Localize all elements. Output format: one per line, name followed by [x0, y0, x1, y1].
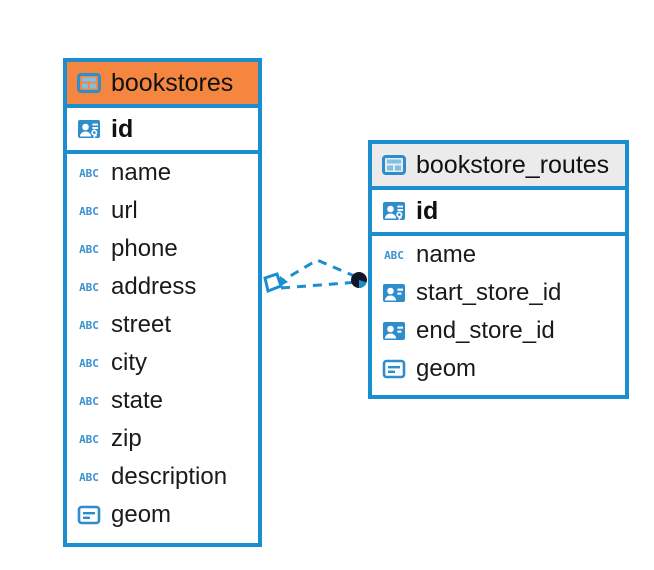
field-row[interactable]: ABC zip	[67, 420, 258, 458]
entity-title: bookstore_routes	[416, 150, 610, 179]
geometry-type-icon	[77, 505, 101, 525]
field-name: geom	[416, 355, 477, 382]
svg-text:ABC: ABC	[79, 395, 99, 408]
text-type-icon: ABC	[79, 167, 99, 180]
text-type-icon: ABC	[79, 243, 99, 256]
svg-text:ABC: ABC	[384, 249, 404, 262]
field-name: zip	[111, 425, 142, 452]
table-icon	[382, 155, 406, 175]
field-name: name	[416, 241, 477, 268]
field-row[interactable]: ABC address	[67, 268, 258, 306]
field-row[interactable]: geom	[67, 496, 258, 534]
field-name: address	[111, 273, 197, 300]
field-row-primary-key[interactable]: id	[67, 108, 258, 154]
entity-bookstore-routes[interactable]: bookstore_routes id ABC name	[368, 140, 629, 399]
primary-key-icon	[78, 120, 100, 138]
entity-header-bookstore-routes[interactable]: bookstore_routes	[372, 144, 625, 190]
diamond-arrow-marker	[263, 272, 288, 294]
text-type-icon: ABC	[79, 205, 99, 218]
svg-text:ABC: ABC	[79, 281, 99, 294]
text-type-icon: ABC	[79, 433, 99, 446]
filled-circle-marker	[351, 272, 367, 288]
field-name: start_store_id	[416, 279, 562, 306]
field-name: name	[111, 159, 172, 186]
entity-title: bookstores	[111, 68, 234, 97]
field-name: end_store_id	[416, 317, 555, 344]
field-row[interactable]: ABC city	[67, 344, 258, 382]
text-type-icon: ABC	[79, 281, 99, 294]
svg-text:ABC: ABC	[79, 243, 99, 256]
field-row[interactable]: ABC url	[67, 192, 258, 230]
field-name: id	[416, 196, 439, 225]
relationship-connector[interactable]	[255, 240, 375, 320]
svg-text:ABC: ABC	[79, 357, 99, 370]
foreign-key-icon	[383, 322, 405, 340]
field-row[interactable]: ABC street	[67, 306, 258, 344]
field-list-bookstores: ABC name ABC url ABC phone ABC ad	[67, 154, 258, 534]
text-type-icon: ABC	[79, 471, 99, 484]
field-name: state	[111, 387, 164, 414]
field-name: id	[111, 114, 134, 143]
field-name: city	[111, 349, 147, 376]
field-list-bookstore-routes: ABC name start_store_id	[372, 236, 625, 388]
field-row[interactable]: end_store_id	[372, 312, 625, 350]
entity-header-bookstores[interactable]: bookstores	[67, 62, 258, 108]
field-name: geom	[111, 501, 172, 528]
svg-text:ABC: ABC	[79, 205, 99, 218]
primary-key-icon	[383, 202, 405, 220]
field-name: street	[111, 311, 172, 338]
svg-text:ABC: ABC	[79, 471, 99, 484]
text-type-icon: ABC	[79, 357, 99, 370]
field-name: url	[111, 197, 138, 224]
text-type-icon: ABC	[79, 319, 99, 332]
field-row[interactable]: ABC phone	[67, 230, 258, 268]
foreign-key-icon	[383, 284, 405, 302]
field-row[interactable]: geom	[372, 350, 625, 388]
svg-text:ABC: ABC	[79, 433, 99, 446]
svg-text:ABC: ABC	[79, 167, 99, 180]
field-name: phone	[111, 235, 178, 262]
field-row-primary-key[interactable]: id	[372, 190, 625, 236]
table-icon	[77, 73, 101, 93]
field-row[interactable]: ABC state	[67, 382, 258, 420]
field-row[interactable]: ABC description	[67, 458, 258, 496]
relationship-line-lower	[280, 280, 360, 290]
field-row[interactable]: ABC name	[372, 236, 625, 274]
text-type-icon: ABC	[79, 395, 99, 408]
geometry-type-icon	[382, 359, 406, 379]
svg-text:ABC: ABC	[79, 319, 99, 332]
field-row[interactable]: start_store_id	[372, 274, 625, 312]
field-name: description	[111, 463, 228, 490]
relationship-line-upper	[276, 258, 360, 286]
text-type-icon: ABC	[384, 249, 404, 262]
entity-bookstores[interactable]: bookstores id ABC name	[63, 58, 262, 547]
field-row[interactable]: ABC name	[67, 154, 258, 192]
